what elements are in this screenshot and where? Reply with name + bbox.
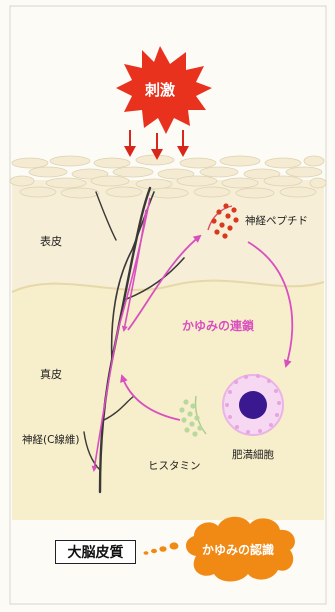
neuropeptide-label: 神経ペプチド bbox=[245, 213, 308, 228]
epidermis-label: 表皮 bbox=[40, 233, 62, 249]
dermis-label: 真皮 bbox=[40, 366, 62, 382]
cerebral-cortex-label: 大脳皮質 bbox=[68, 542, 124, 562]
cerebral-cortex-box: 大脳皮質 bbox=[55, 540, 136, 564]
stimulus-arrow bbox=[177, 130, 189, 157]
stimulus-label: 刺激 bbox=[145, 79, 175, 100]
signal-dots bbox=[144, 542, 179, 554]
mast-cell-label: 肥満細胞 bbox=[232, 447, 274, 462]
histamine-label: ヒスタミン bbox=[148, 458, 201, 473]
mast-cell-nucleus bbox=[239, 391, 267, 419]
itch-chain-label: かゆみの連鎖 bbox=[182, 317, 254, 334]
mast-cell bbox=[223, 374, 283, 435]
stimulus-arrow bbox=[124, 130, 136, 157]
nerve-fiber-label: 神経(C線維) bbox=[22, 432, 80, 447]
stimulus-arrows bbox=[124, 130, 189, 160]
itch-recognition-label: かゆみの認識 bbox=[202, 541, 274, 558]
